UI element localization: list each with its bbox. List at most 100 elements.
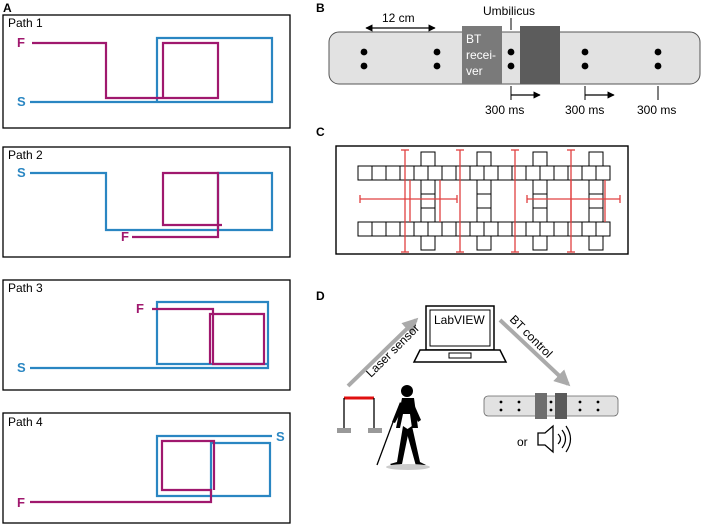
- path-2-start-route: [30, 171, 274, 232]
- belt-thumbnail: [483, 393, 619, 419]
- floor-tile: [567, 165, 583, 181]
- bt-receiver-line-1: BT: [466, 32, 482, 46]
- laptop-label: LabVIEW: [434, 313, 485, 327]
- laptop-icon: [412, 305, 508, 363]
- floor-tile: [420, 193, 436, 209]
- panel-a-letter: A: [3, 1, 12, 15]
- bt-control-arrow: [498, 318, 571, 387]
- bt-receiver-line-3: ver: [466, 64, 483, 78]
- bt-receiver-line-2: recei-: [466, 48, 496, 62]
- path-2-start-label: S: [17, 165, 26, 180]
- floor-tile: [553, 221, 569, 237]
- floor-tile: [525, 165, 541, 181]
- path-1-panel: Path 1 F S: [2, 14, 291, 129]
- path-1-finish-label: F: [17, 35, 25, 50]
- belt-diagram: BT recei- ver 12 cm Umbilicus 300 ms 300…: [328, 4, 701, 117]
- floor-tile: [455, 221, 471, 237]
- floor-tile: [532, 193, 548, 209]
- floor-tile: [497, 165, 513, 181]
- floor-tile: [483, 221, 499, 237]
- umbilicus-label: Umbilicus: [483, 4, 535, 18]
- laser-arrow: [346, 317, 419, 388]
- path-1-start-label: S: [17, 94, 26, 109]
- path-2-panel: Path 2 S F: [2, 146, 291, 258]
- path-1-start-route: [30, 36, 274, 104]
- floor-tile: [420, 151, 436, 167]
- path-3-start-label: S: [17, 360, 26, 375]
- path-3-finish-label: F: [136, 301, 144, 316]
- path-4-finish-label: F: [17, 495, 25, 510]
- path-4-start-route: [155, 434, 272, 498]
- delay-label-3: 300 ms: [637, 103, 676, 117]
- path-4-finish-route: [30, 439, 216, 504]
- panel-c-letter: C: [316, 125, 325, 139]
- floor-tile: [581, 221, 597, 237]
- panel-d-letter: D: [316, 289, 325, 303]
- floor-tile: [441, 165, 457, 181]
- floor-tile: [469, 165, 485, 181]
- path-3-start-route: [30, 300, 270, 370]
- floor-tile: [420, 207, 436, 223]
- floor-tile: [469, 221, 485, 237]
- path-4-start-label: S: [276, 429, 285, 444]
- path-3-finish-route: [152, 307, 266, 366]
- bt-receiver-box: [462, 26, 502, 84]
- floor-tile: [532, 207, 548, 223]
- floor-tile: [441, 221, 457, 237]
- tile-grid: [357, 151, 611, 251]
- floor-tile: [588, 193, 604, 209]
- floor-tile: [483, 165, 499, 181]
- distance-label: 12 cm: [382, 11, 415, 25]
- floor-tile: [588, 151, 604, 167]
- speaker-icon: [537, 424, 572, 454]
- floor-tile: [357, 165, 373, 181]
- floor-tile: [476, 235, 492, 251]
- floor-tile: [539, 221, 555, 237]
- laser-sensor-gate: [337, 396, 382, 433]
- floor-tile: [595, 165, 611, 181]
- or-label: or: [517, 435, 528, 449]
- floor-tile: [413, 165, 429, 181]
- laser-sensor-label: Laser sensor: [363, 321, 422, 380]
- floor-tile: [476, 179, 492, 195]
- bt-control-label: BT control: [507, 312, 555, 360]
- delay-label-1: 300 ms: [485, 103, 524, 117]
- floor-tile: [399, 221, 415, 237]
- path-4-panel: Path 4 S F: [2, 412, 291, 524]
- delay-label-2: 300 ms: [565, 103, 604, 117]
- floor-tile: [588, 179, 604, 195]
- path-2-finish-label: F: [121, 229, 129, 244]
- path-3-title: Path 3: [8, 281, 43, 295]
- vibration-motor-block: [520, 26, 560, 84]
- corridor-layout-frame: [335, 145, 629, 255]
- path-1-finish-route: [32, 41, 220, 100]
- measurement-lines: [359, 149, 621, 253]
- floor-tile: [595, 221, 611, 237]
- floor-tile: [553, 165, 569, 181]
- floor-tile: [532, 151, 548, 167]
- floor-tile: [371, 221, 387, 237]
- floor-tile: [588, 235, 604, 251]
- path-4-title: Path 4: [8, 415, 43, 429]
- path-1-title: Path 1: [8, 16, 43, 30]
- floor-tile: [511, 221, 527, 237]
- floor-tile: [476, 151, 492, 167]
- floor-tile: [399, 165, 415, 181]
- floor-tile: [588, 207, 604, 223]
- floor-tile: [427, 165, 443, 181]
- path-3-panel: Path 3 F S: [2, 279, 291, 391]
- floor-tile: [497, 221, 513, 237]
- floor-tile: [357, 221, 373, 237]
- path-2-title: Path 2: [8, 148, 43, 162]
- floor-tile: [385, 165, 401, 181]
- floor-tile: [427, 221, 443, 237]
- floor-tile: [532, 179, 548, 195]
- panel-b-letter: B: [316, 1, 325, 15]
- floor-tile: [420, 235, 436, 251]
- floor-tile: [511, 165, 527, 181]
- floor-tile: [385, 221, 401, 237]
- floor-tile: [476, 207, 492, 223]
- floor-tile: [455, 165, 471, 181]
- floor-tile: [581, 165, 597, 181]
